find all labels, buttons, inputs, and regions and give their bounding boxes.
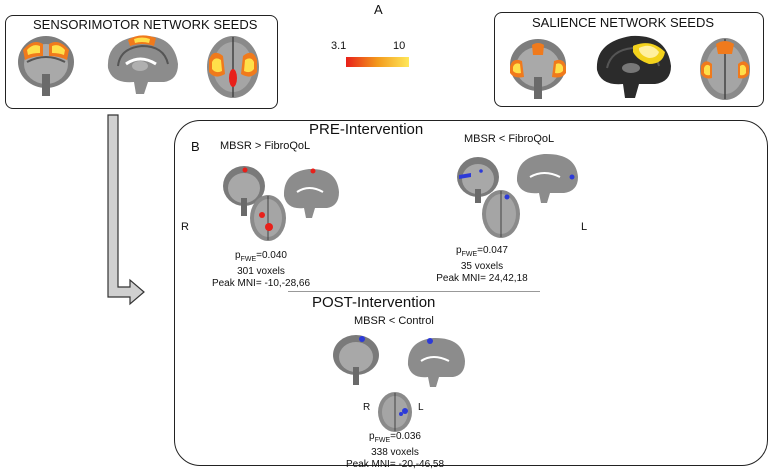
side-marker-l: L [581, 221, 588, 233]
pre-left-coronal-brain [223, 166, 265, 216]
pre-left-p-value: =0.040 [256, 250, 287, 261]
pre-right-contrast: MBSR < FibroQoL [464, 133, 555, 145]
pre-right-voxels: 35 voxels [460, 261, 504, 272]
pre-left-p-sub: FWE [240, 256, 257, 263]
salience-axial-brain [700, 38, 750, 100]
pre-right-stats: pFWE=0.047 35 voxels Peak MNI= 24,42,18 [432, 245, 532, 285]
post-l-marker: L [418, 402, 424, 413]
panel-b-label: B [191, 139, 200, 154]
panel-a-label: A [374, 2, 383, 17]
post-p-sub: FWE [374, 437, 391, 444]
section-divider [288, 291, 540, 292]
pre-left-stats: pFWE=0.040 301 voxels Peak MNI= -10,-28,… [211, 250, 311, 290]
pre-right-p-value: =0.047 [477, 245, 508, 256]
post-coronal-brain [333, 335, 379, 385]
pre-right-p-prefix: p [456, 245, 462, 256]
sensorimotor-sagittal-brain [107, 35, 178, 94]
post-intervention-title: POST-Intervention [312, 294, 436, 311]
colorbar-min-label: 3.1 [331, 40, 347, 52]
sensorimotor-axial-brain [207, 36, 259, 98]
pre-intervention-title: PRE-Intervention [309, 121, 424, 138]
post-voxels: 338 voxels [371, 447, 419, 458]
colorbar-max-label: 10 [393, 40, 406, 52]
salience-coronal-brain [510, 39, 566, 99]
pre-left-contrast: MBSR > FibroQoL [220, 140, 311, 152]
side-marker-r: R [181, 221, 189, 233]
salience-sagittal-brain [596, 35, 671, 98]
post-peak: Peak MNI= -20,-46,58 [345, 459, 445, 470]
post-p-value: =0.036 [390, 431, 421, 442]
post-r-marker: R [363, 402, 371, 413]
post-contrast: MBSR < Control [354, 315, 434, 327]
post-p-prefix: p [369, 431, 375, 442]
colorbar [346, 57, 409, 67]
pre-left-p-prefix: p [235, 250, 241, 261]
pre-right-axial-brain [482, 190, 520, 238]
post-axial-brain [378, 392, 412, 432]
pre-left-axial-brain [250, 195, 286, 241]
pre-right-p-sub: FWE [461, 251, 478, 258]
pre-left-peak: Peak MNI= -10,-28,66 [211, 278, 311, 289]
pre-right-sagittal-brain [516, 153, 578, 203]
pre-left-voxels: 301 voxels [237, 266, 285, 277]
flow-arrow [107, 114, 145, 306]
post-stats: pFWE=0.036 338 voxels Peak MNI= -20,-46,… [345, 431, 445, 471]
pre-right-coronal-brain [457, 157, 499, 203]
sensorimotor-coronal-brain [18, 36, 74, 96]
salience-title: SALIENCE NETWORK SEEDS [532, 15, 715, 30]
pre-right-peak: Peak MNI= 24,42,18 [436, 273, 528, 284]
pre-left-sagittal-brain [283, 168, 339, 218]
sensorimotor-title: SENSORIMOTOR NETWORK SEEDS [33, 17, 258, 32]
post-sagittal-brain [407, 337, 465, 387]
